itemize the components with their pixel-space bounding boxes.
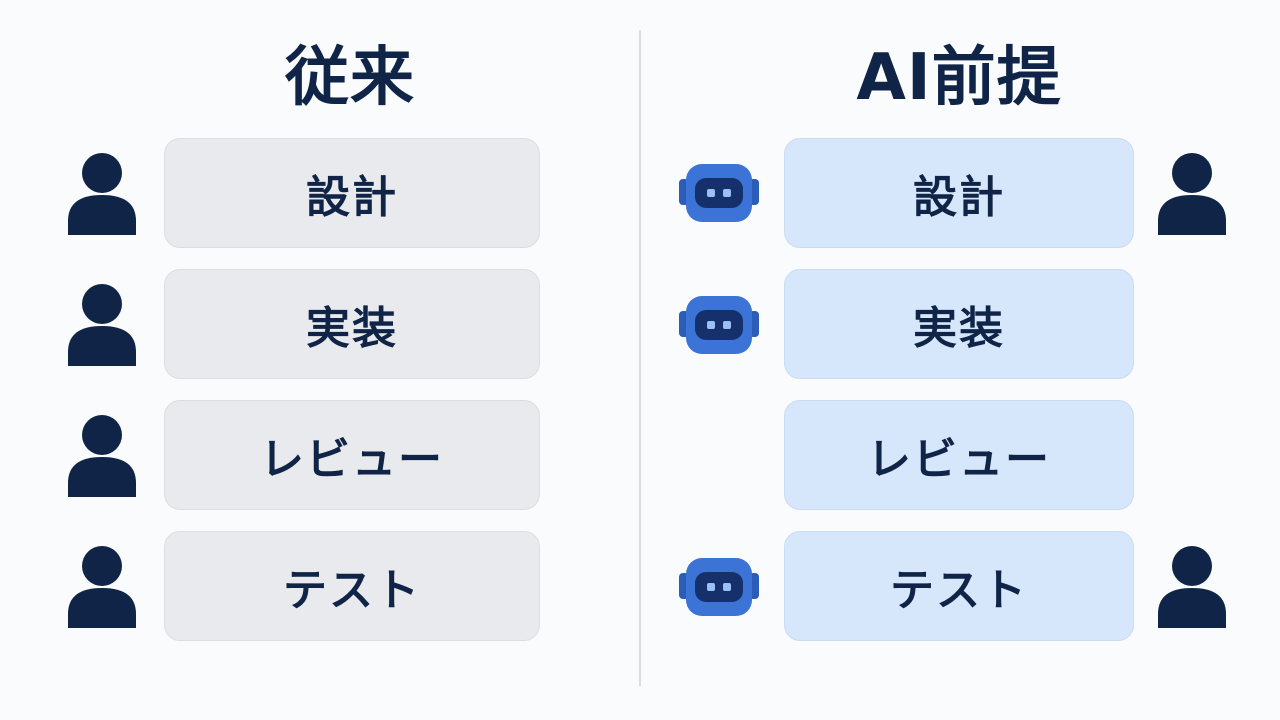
right-step-design: 設計 <box>784 138 1134 248</box>
person-icon <box>68 415 136 497</box>
column-divider <box>639 30 641 686</box>
person-icon <box>68 546 136 628</box>
person-icon <box>1158 153 1226 235</box>
right-step-review: レビュー <box>784 400 1134 510</box>
left-step-implementation: 実装 <box>164 269 540 379</box>
left-column-title: 従来 <box>285 41 415 115</box>
robot-icon <box>679 164 759 222</box>
right-step-implementation: 実装 <box>784 269 1134 379</box>
robot-icon <box>679 296 759 354</box>
person-icon <box>68 284 136 366</box>
left-step-design: 設計 <box>164 138 540 248</box>
left-step-test: テスト <box>164 531 540 641</box>
person-icon <box>68 153 136 235</box>
robot-icon <box>679 558 759 616</box>
right-column-title: AI前提 <box>856 41 1062 115</box>
left-step-review: レビュー <box>164 400 540 510</box>
right-step-test: テスト <box>784 531 1134 641</box>
person-icon <box>1158 546 1226 628</box>
